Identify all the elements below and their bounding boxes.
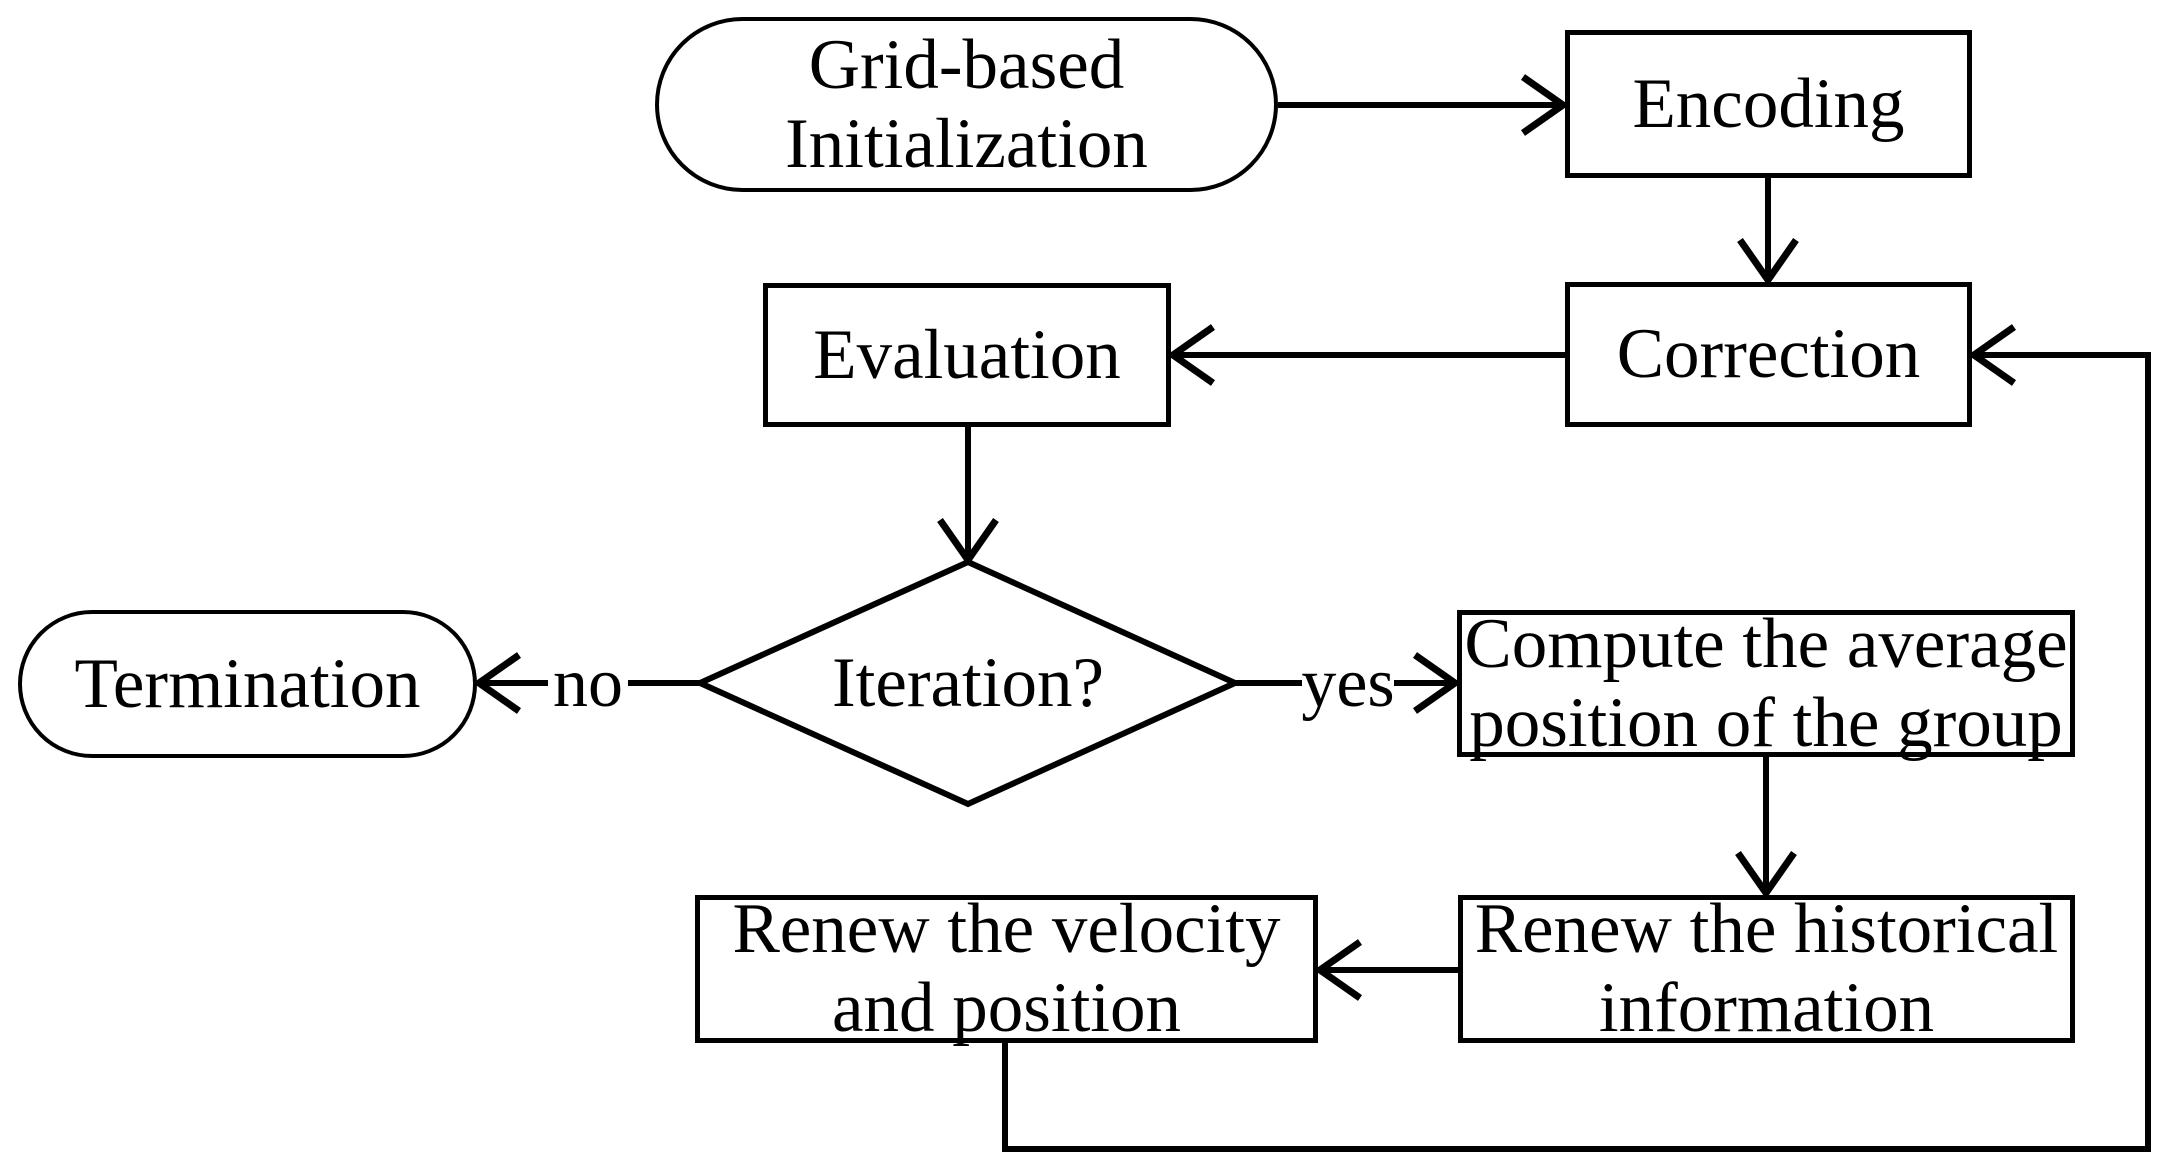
edge-label-yes-text: yes bbox=[1301, 645, 1395, 722]
node-grid-based-initialization-label-line2: Initialization bbox=[785, 104, 1148, 183]
arrowhead-into-termination-icon bbox=[472, 652, 522, 714]
node-grid-based-initialization: Grid-based Initialization bbox=[655, 17, 1278, 192]
arrowhead-into-compute-icon bbox=[1412, 652, 1462, 714]
arrowhead-into-encoding-icon bbox=[1520, 74, 1570, 136]
node-renew-historical-information-label-line2: information bbox=[1598, 969, 1935, 1047]
node-compute-average-position-label-line2: position of the group bbox=[1469, 683, 2063, 762]
arrowhead-into-renew-hist-icon bbox=[1735, 850, 1797, 900]
edge-renew-vel-to-correction-loop bbox=[1002, 352, 2151, 1152]
decision-diamond-shape bbox=[692, 558, 1243, 808]
arrowhead-into-correction-top-icon bbox=[1737, 237, 1799, 287]
node-renew-velocity-position-label-line1: Renew the velocity bbox=[732, 890, 1281, 968]
node-compute-average-position-label-line1: Compute the average bbox=[1464, 604, 2068, 683]
node-renew-velocity-position: Renew the velocity and position bbox=[695, 890, 1318, 1047]
arrowhead-into-renew-vel-icon bbox=[1313, 939, 1363, 1001]
node-iteration-decision: Iteration? bbox=[768, 643, 1168, 723]
arrowhead-into-correction-right-icon bbox=[1967, 324, 2017, 386]
arrowhead-into-evaluation-icon bbox=[1166, 324, 1216, 386]
edge-label-no-text: no bbox=[553, 645, 623, 722]
node-grid-based-initialization-label-line1: Grid-based bbox=[808, 25, 1125, 104]
node-correction: Correction bbox=[1565, 282, 1972, 427]
node-evaluation: Evaluation bbox=[763, 283, 1171, 427]
node-renew-velocity-position-label-line2: and position bbox=[831, 969, 1182, 1047]
node-iteration-label: Iteration? bbox=[831, 643, 1104, 722]
edge-label-yes: yes bbox=[1301, 645, 1395, 722]
node-termination: Termination bbox=[18, 610, 477, 758]
node-evaluation-label: Evaluation bbox=[813, 315, 1121, 394]
node-renew-historical-information: Renew the historical information bbox=[1458, 890, 2075, 1047]
node-compute-average-position: Compute the average position of the grou… bbox=[1457, 605, 2075, 762]
node-correction-label: Correction bbox=[1616, 315, 1921, 393]
node-encoding: Encoding bbox=[1565, 30, 1972, 178]
edge-label-no: no bbox=[548, 645, 628, 722]
node-encoding-label: Encoding bbox=[1632, 64, 1905, 143]
node-termination-label: Termination bbox=[74, 644, 421, 723]
node-renew-historical-information-label-line1: Renew the historical bbox=[1474, 890, 2059, 968]
